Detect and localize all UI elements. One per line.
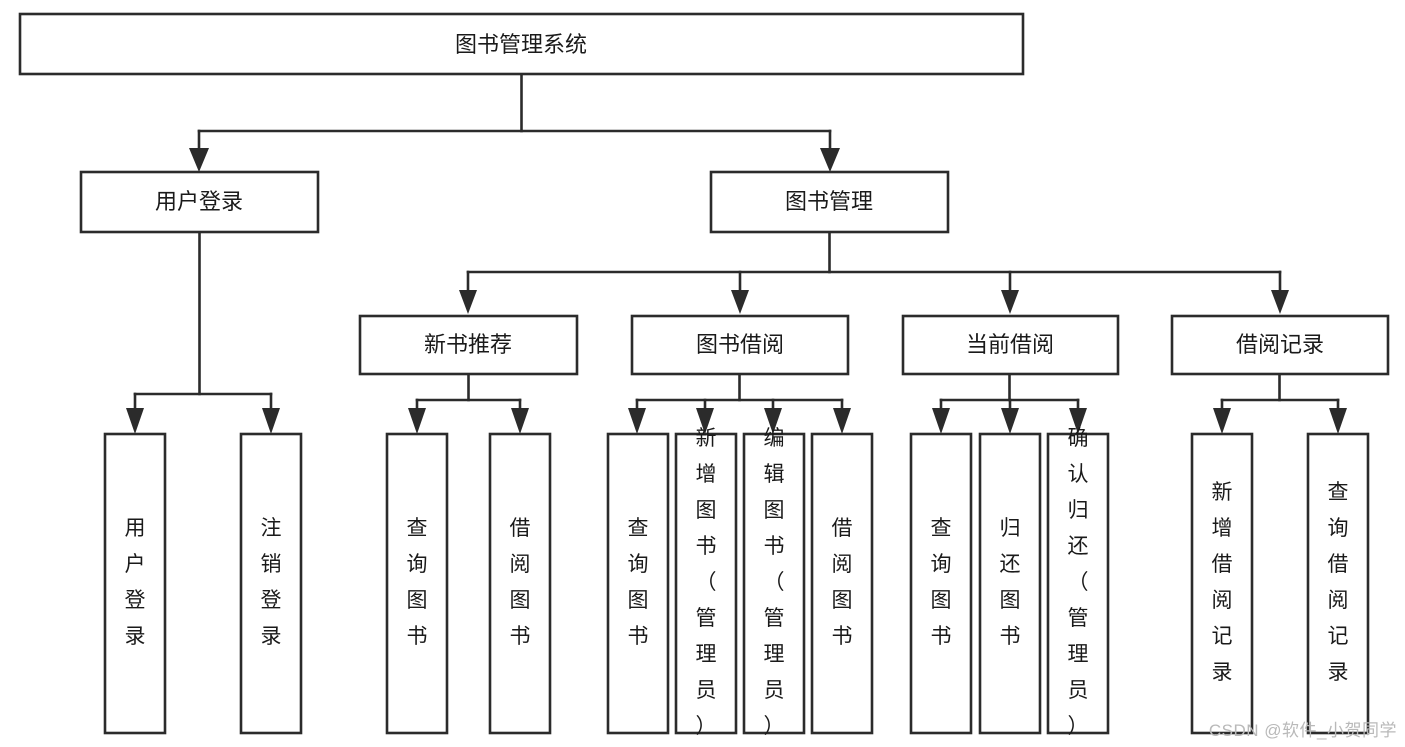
node-book-borrow[interactable]: 图书借阅 xyxy=(630,314,850,376)
arrowhead-user-login xyxy=(189,148,209,172)
leaf-borrow-record-1[interactable]: 查询借阅记录 xyxy=(1306,432,1370,735)
leaf-book-borrow-3-label: 借阅图书 xyxy=(832,517,853,648)
leaf-book-borrow-2-box[interactable] xyxy=(742,432,806,735)
leaf-user-login-0-label: 用户登录 xyxy=(125,517,146,648)
arrowhead-leaf-logout xyxy=(262,408,280,434)
arrowhead-leaf-user-login xyxy=(126,408,144,434)
leaf-current-borrow-2-box[interactable] xyxy=(1046,432,1110,735)
node-book-borrow-box[interactable] xyxy=(630,314,850,376)
leaf-new-book-0-box[interactable] xyxy=(385,432,449,735)
leaf-new-book-0-label: 查询图书 xyxy=(407,517,428,648)
leaf-book-borrow-3[interactable]: 借阅图书 xyxy=(810,432,874,735)
node-current-borrow-label: 当前借阅 xyxy=(966,332,1054,357)
node-new-book-recommend-box[interactable] xyxy=(358,314,579,376)
leaf-borrow-record-1-box[interactable] xyxy=(1306,432,1370,735)
leaf-book-borrow-2[interactable]: 编辑图书（管理员） xyxy=(742,427,806,738)
leaf-book-borrow-0-label: 查询图书 xyxy=(628,517,649,648)
arrowhead-book-mgmt xyxy=(820,148,840,172)
arrowhead-bookborrow-leaf-3 xyxy=(764,408,782,434)
node-root-label: 图书管理系统 xyxy=(455,32,587,57)
node-borrow-record-label: 借阅记录 xyxy=(1236,332,1324,357)
node-user-login-box[interactable] xyxy=(79,170,320,234)
leaf-borrow-record-0-box[interactable] xyxy=(1190,432,1254,735)
arrowhead-bookborrow-leaf-1 xyxy=(628,408,646,434)
node-user-login-label: 用户登录 xyxy=(155,189,243,214)
leaf-book-borrow-2-label: 编辑图书（管理员） xyxy=(764,427,785,738)
node-book-management-label: 图书管理 xyxy=(785,189,873,214)
arrowhead-borrow-record xyxy=(1271,290,1289,314)
node-book-management[interactable]: 图书管理 xyxy=(709,170,950,234)
leaf-borrow-record-1-label: 查询借阅记录 xyxy=(1328,481,1349,684)
leaf-current-borrow-0-label: 查询图书 xyxy=(931,517,952,648)
arrowhead-borrowrecord-leaf-1 xyxy=(1213,408,1231,434)
connector-group xyxy=(133,72,1340,411)
leaf-user-login-0[interactable]: 用户登录 xyxy=(103,432,167,735)
leaf-borrow-record-0[interactable]: 新增借阅记录 xyxy=(1190,432,1254,735)
leaf-user-login-1-label: 注销登录 xyxy=(261,517,282,648)
leaf-new-book-1-label: 借阅图书 xyxy=(510,517,531,648)
arrowhead-newbook-leaf-1 xyxy=(408,408,426,434)
arrowhead-current-borrow xyxy=(1001,290,1019,314)
leaf-borrow-record-0-label: 新增借阅记录 xyxy=(1212,481,1233,684)
arrowhead-new-book xyxy=(459,290,477,314)
leaf-book-borrow-1-label: 新增图书（管理员） xyxy=(696,427,717,738)
leaf-new-book-0[interactable]: 查询图书 xyxy=(385,432,449,735)
leaf-new-book-1[interactable]: 借阅图书 xyxy=(488,432,552,735)
node-book-management-box[interactable] xyxy=(709,170,950,234)
leaf-current-borrow-0[interactable]: 查询图书 xyxy=(909,432,973,735)
node-current-borrow[interactable]: 当前借阅 xyxy=(901,314,1120,376)
node-root[interactable]: 图书管理系统 xyxy=(18,12,1025,76)
leaf-book-borrow-3-box[interactable] xyxy=(810,432,874,735)
leaf-current-borrow-0-box[interactable] xyxy=(909,432,973,735)
arrowhead-currentborrow-leaf-3 xyxy=(1069,408,1087,434)
leaf-user-login-0-box[interactable] xyxy=(103,432,167,735)
leaf-user-login-1-box[interactable] xyxy=(239,432,303,735)
arrowhead-currentborrow-leaf-2 xyxy=(1001,408,1019,434)
leaf-book-borrow-0-box[interactable] xyxy=(606,432,670,735)
arrowhead-group xyxy=(126,148,1347,434)
arrowhead-currentborrow-leaf-1 xyxy=(932,408,950,434)
leaf-current-borrow-2[interactable]: 确认归还（管理员） xyxy=(1046,427,1110,738)
node-new-book-recommend[interactable]: 新书推荐 xyxy=(358,314,579,376)
leaf-current-borrow-1[interactable]: 归还图书 xyxy=(978,432,1042,735)
arrowhead-borrowrecord-leaf-2 xyxy=(1329,408,1347,434)
leaf-current-borrow-1-label: 归还图书 xyxy=(1000,517,1021,648)
node-user-login[interactable]: 用户登录 xyxy=(79,170,320,234)
node-borrow-record[interactable]: 借阅记录 xyxy=(1170,314,1390,376)
leaf-book-borrow-0[interactable]: 查询图书 xyxy=(606,432,670,735)
node-root-box[interactable] xyxy=(18,12,1025,76)
node-borrow-record-box[interactable] xyxy=(1170,314,1390,376)
arrowhead-bookborrow-leaf-2 xyxy=(696,408,714,434)
leaf-new-book-1-box[interactable] xyxy=(488,432,552,735)
leaf-book-borrow-1[interactable]: 新增图书（管理员） xyxy=(674,427,738,738)
leaf-book-borrow-1-box[interactable] xyxy=(674,432,738,735)
arrowhead-newbook-leaf-2 xyxy=(511,408,529,434)
arrowhead-bookborrow-leaf-4 xyxy=(833,408,851,434)
arrowhead-book-borrow xyxy=(731,290,749,314)
node-book-borrow-label: 图书借阅 xyxy=(696,332,784,357)
node-new-book-recommend-label: 新书推荐 xyxy=(424,332,512,357)
node-current-borrow-box[interactable] xyxy=(901,314,1120,376)
leaf-current-borrow-1-box[interactable] xyxy=(978,432,1042,735)
leaf-user-login-1[interactable]: 注销登录 xyxy=(239,432,303,735)
leaf-current-borrow-2-label: 确认归还（管理员） xyxy=(1068,427,1089,738)
